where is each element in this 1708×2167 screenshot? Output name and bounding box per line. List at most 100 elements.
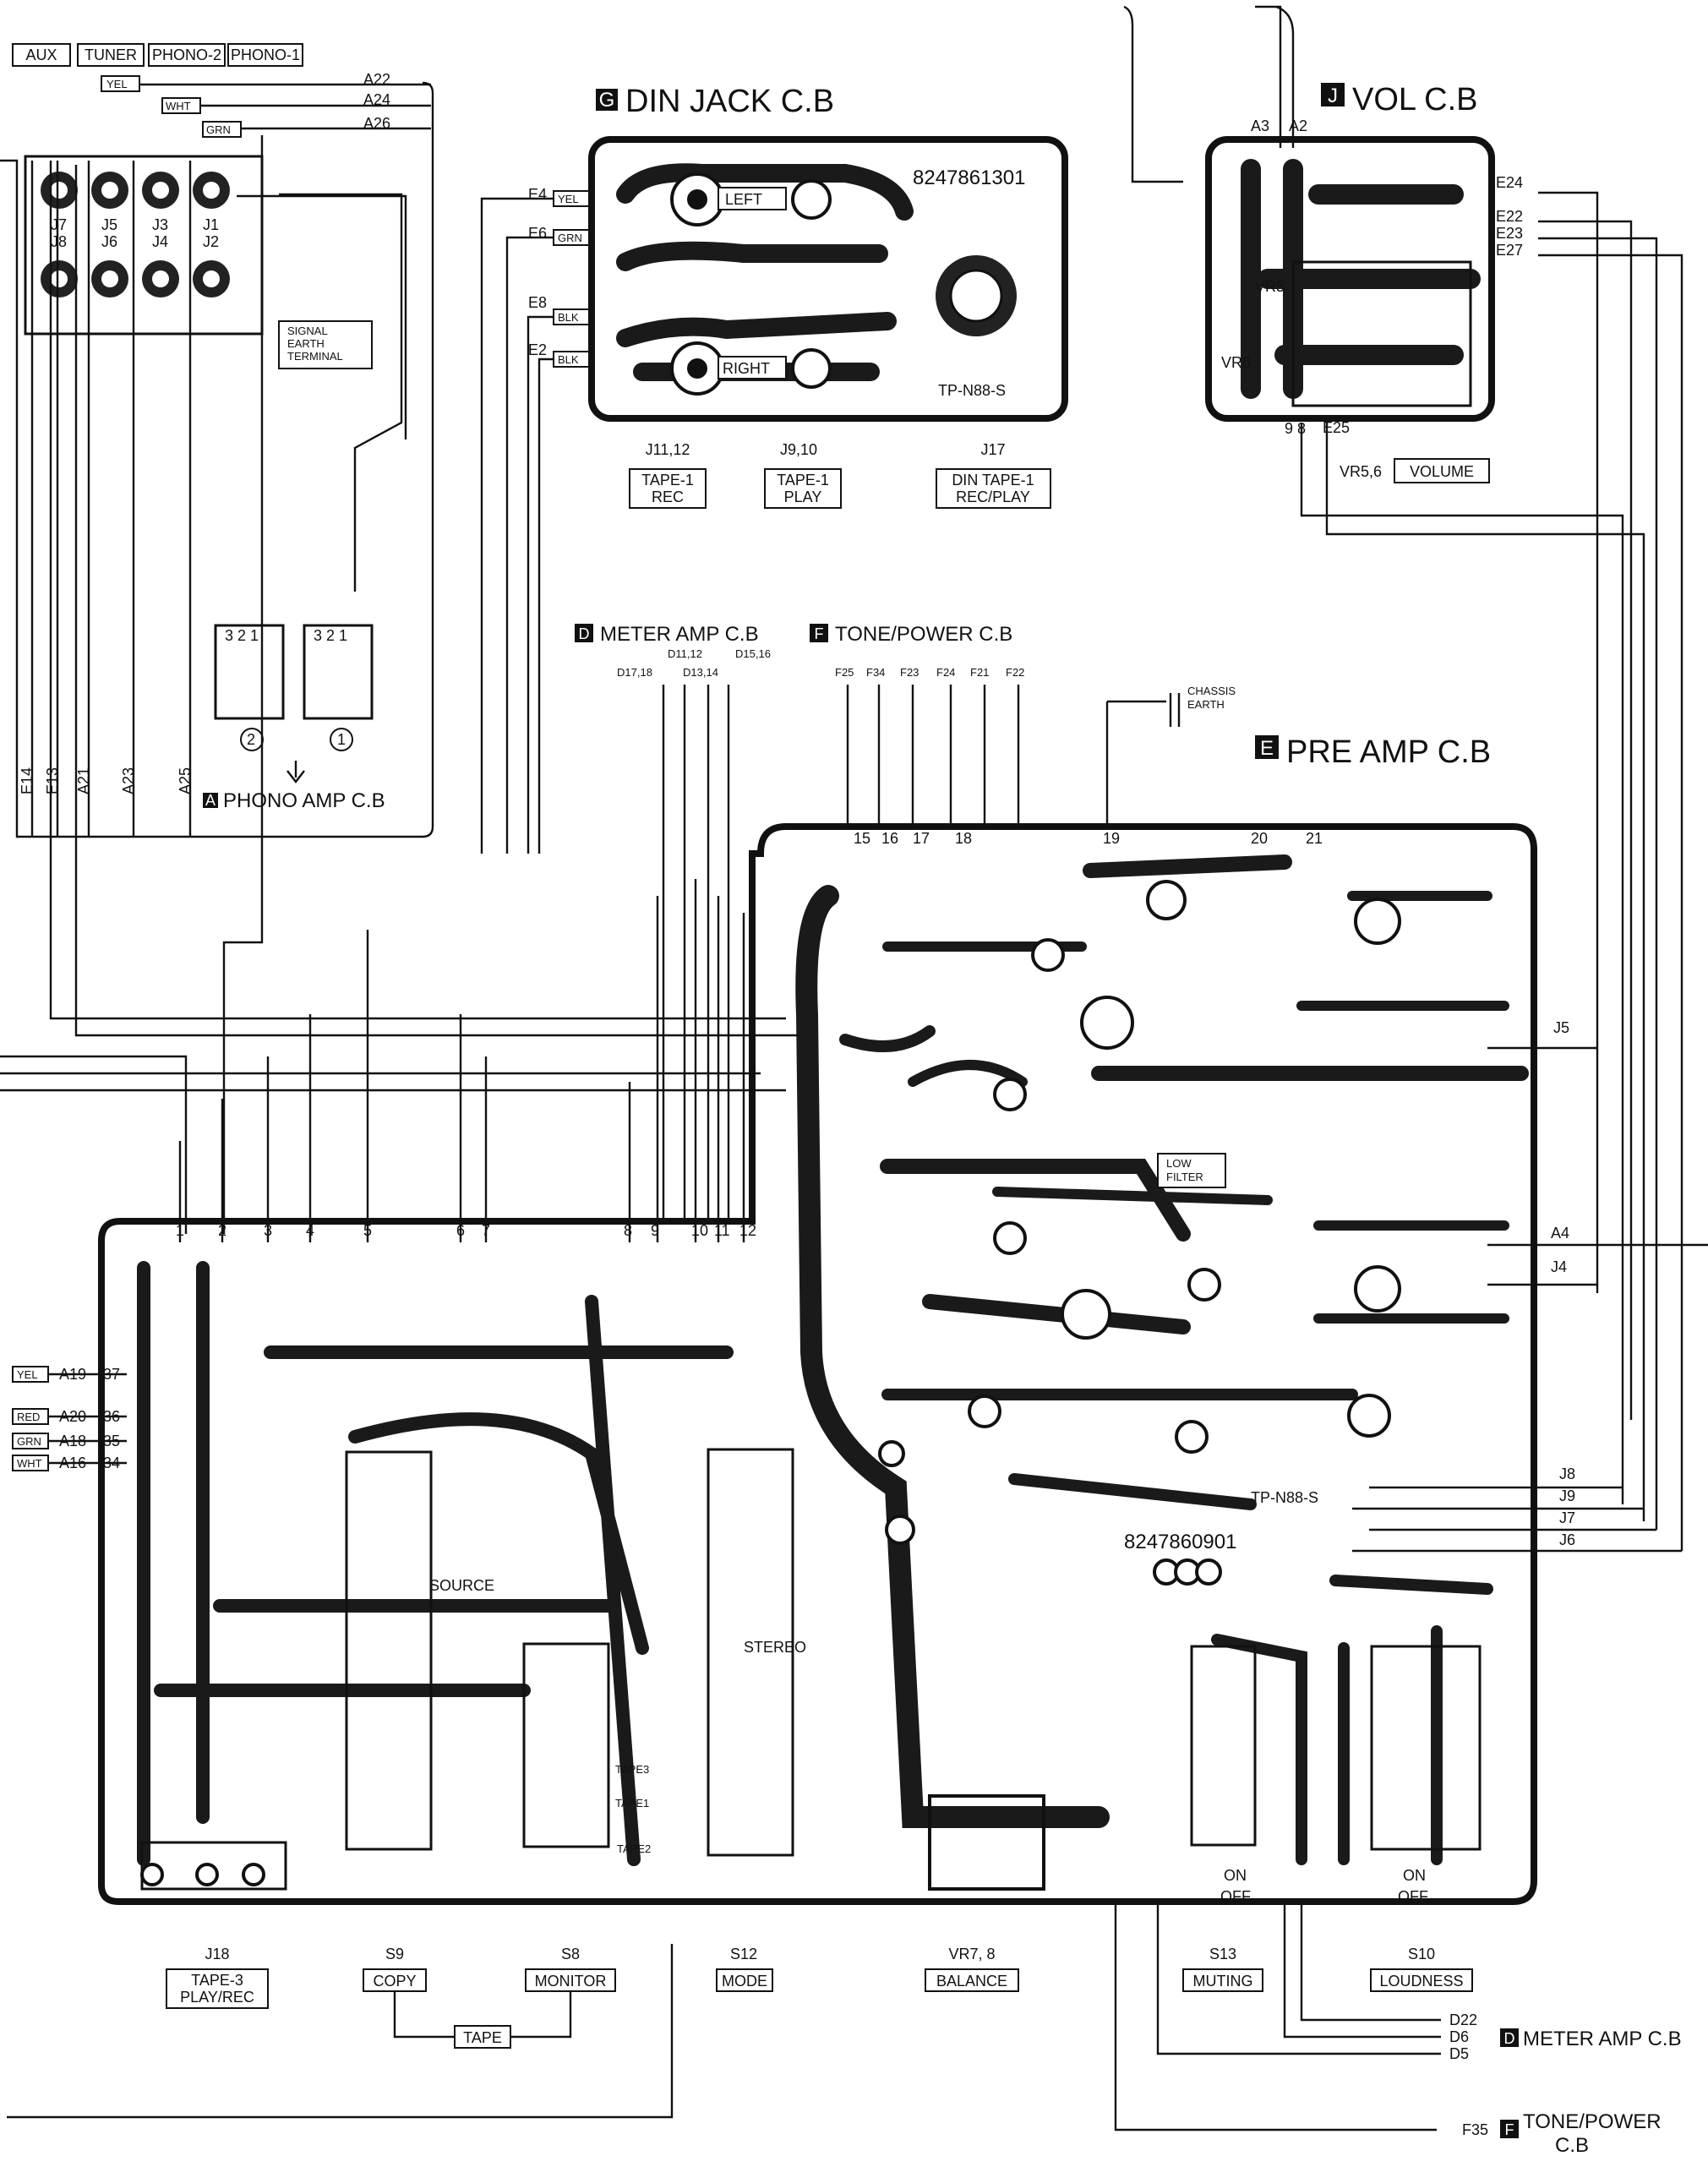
func-mode: MODE (722, 1973, 767, 1990)
din-left-label: LEFT (725, 191, 762, 208)
tone-term-f22: F22 (1006, 666, 1024, 679)
term-j9: J9 (1559, 1487, 1575, 1504)
svg-text:J7: J7 (51, 216, 67, 233)
vol-right-terminals: E24 E22 E23 E27 (1300, 174, 1683, 1551)
din-board-title: DIN JACK C.B (625, 84, 834, 119)
meter-board-title: METER AMP C.B (600, 623, 759, 646)
svg-text:VR5: VR5 (1255, 278, 1285, 295)
vol-func-ref: VR5,6 (1340, 463, 1382, 480)
preamp-pin-11: 11 (714, 1222, 730, 1239)
din-func-ref-din: J17 (980, 441, 1005, 458)
preamp-pin-15: 15 (854, 830, 870, 847)
muting-on-label: ON (1224, 1867, 1247, 1884)
func-ref-s10: S10 (1408, 1946, 1435, 1962)
jack-label-aux: AUX (25, 46, 57, 63)
term-j7: J7 (1559, 1509, 1575, 1526)
phono-board-letter: A (205, 792, 216, 809)
preamp-board-title: PRE AMP C.B (1286, 734, 1491, 770)
preamp-code: TP-N88-S (1251, 1489, 1318, 1506)
term-a4: A4 (1551, 1225, 1569, 1242)
preamp-board-letter: E (1260, 737, 1274, 760)
preamp-pin-18: 18 (955, 830, 972, 847)
svg-text:E6: E6 (528, 225, 547, 242)
preamp-board: E PRE AMP C.B 8247860901 TP-N88-S SOURC (98, 734, 1537, 1905)
term-e24: E24 (1496, 174, 1523, 191)
preamp-pin-20: 20 (1251, 830, 1268, 847)
din-func-ref-rec: J11,12 (646, 441, 690, 458)
jack-label-tuner: TUNER (85, 46, 137, 63)
tone-term-f25: F25 (835, 666, 854, 679)
stereo-label: STEREO (744, 1639, 806, 1656)
svg-text:E25: E25 (1323, 419, 1350, 436)
preamp-pin-8: 8 (624, 1222, 632, 1239)
svg-text:A3: A3 (1251, 117, 1269, 134)
tape2-label: TAPE2 (617, 1842, 651, 1855)
top-terminals: A22 A24 A26 YEL WHT GRN (101, 71, 431, 439)
loudness-on-label: ON (1403, 1867, 1426, 1884)
left-wire-color-3: GRN (17, 1435, 41, 1448)
svg-text:J2: J2 (203, 233, 219, 250)
svg-text:J5: J5 (101, 216, 117, 233)
din-jack-board: G DIN JACK C.B LEFT RIGHT 8247861301 TP-… (480, 84, 1068, 854)
wire-tag-wht: WHT (166, 100, 191, 112)
din-board-letter: G (599, 89, 615, 112)
left-wire-color-1: YEL (17, 1368, 38, 1381)
long-wires (0, 5, 1295, 2119)
muting-off-label: OFF (1220, 1888, 1251, 1905)
preamp-pin-10: 10 (691, 1222, 708, 1239)
wire-tag-grn: GRN (206, 123, 231, 136)
input-jack-labels: AUX TUNER PHONO-2 PHONO-1 (12, 43, 303, 67)
tone-term-f23: F23 (900, 666, 919, 679)
svg-text:J6: J6 (101, 233, 117, 250)
term-e27: E27 (1496, 242, 1523, 259)
din-wire-e6: GRN (558, 232, 582, 244)
term-d22: D22 (1449, 2011, 1477, 2028)
term-f35: F35 (1462, 2121, 1488, 2138)
func-tape-group: TAPE (463, 2029, 502, 2046)
svg-text:J4: J4 (152, 233, 168, 250)
svg-text:A2: A2 (1289, 117, 1307, 134)
left-wire-color-4: WHT (17, 1457, 42, 1470)
tone-board-title: TONE/POWER C.B (835, 623, 1012, 646)
preamp-right-terminals: J5 A4 J4 J8 J9 J7 J6 (1352, 1019, 1708, 1553)
svg-text:E8: E8 (528, 294, 547, 311)
left-wire-color-2: RED (17, 1411, 40, 1423)
svg-text:9 8: 9 8 (1285, 420, 1306, 437)
tape3-label: TAPE3 (615, 1763, 649, 1776)
wire-tag-yel: YEL (106, 78, 128, 90)
term-d6: D6 (1449, 2028, 1469, 2045)
term-j5: J5 (1553, 1019, 1569, 1036)
preamp-pin-21: 21 (1306, 830, 1323, 847)
tone-term-f21: F21 (970, 666, 989, 679)
tone-ref-letter: F (1505, 2121, 1514, 2138)
bottom-right-terminals: D22 D6 D5 D METER AMP C.B F35 F TONE/POW… (1114, 1902, 1682, 2157)
term-j8: J8 (1559, 1466, 1575, 1482)
preamp-pin-12: 12 (739, 1222, 756, 1239)
term-e22: E22 (1496, 208, 1523, 225)
meter-ref-label: METER AMP C.B (1523, 2028, 1682, 2050)
term-j4: J4 (1551, 1258, 1567, 1275)
func-monitor: MONITOR (535, 1973, 607, 1990)
left-edge-terminals: YEL A19 37 RED A20 36 GRN A18 35 WHT A16… (12, 1366, 127, 1471)
preamp-pin-19: 19 (1103, 830, 1120, 847)
source-label: SOURCE (429, 1577, 494, 1594)
vol-board-title: VOL C.B (1352, 82, 1478, 117)
func-loudness: LOUDNESS (1379, 1973, 1463, 1990)
din-wire-e2: BLK (558, 353, 579, 366)
func-muting: MUTING (1193, 1973, 1253, 1990)
din-wire-e8: BLK (558, 311, 579, 324)
din-right-label: RIGHT (723, 360, 770, 377)
tape1-label: TAPE1 (615, 1797, 649, 1809)
